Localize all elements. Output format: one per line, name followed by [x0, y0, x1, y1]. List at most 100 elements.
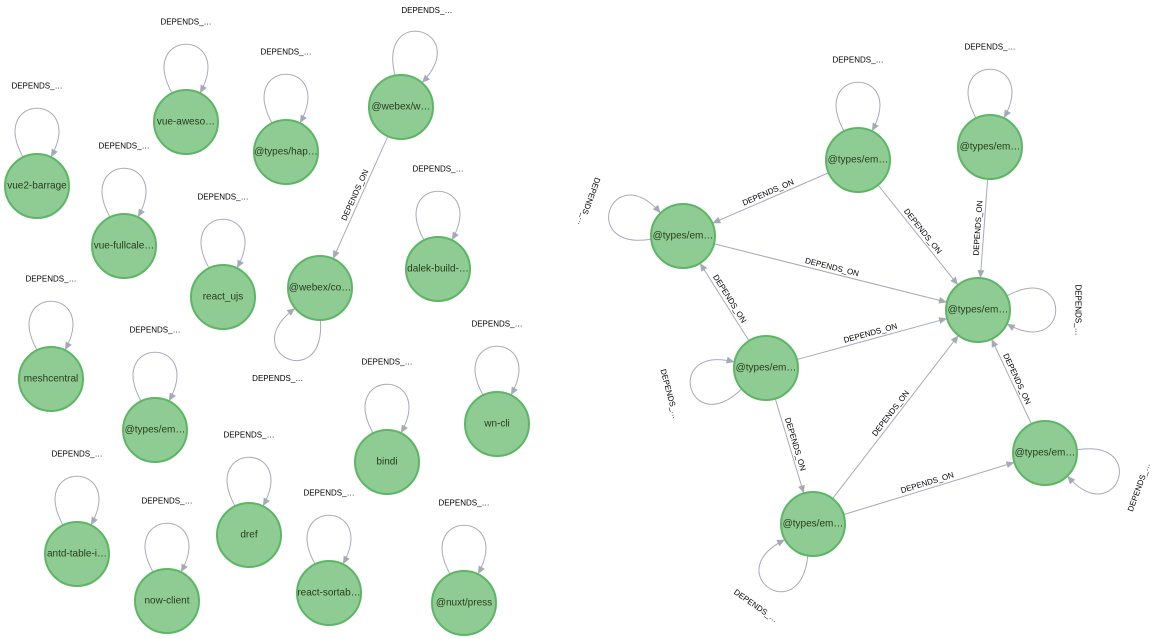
node-circle[interactable]	[153, 89, 219, 155]
node-circle[interactable]	[1012, 420, 1078, 486]
dependency-edge[interactable]: DEPENDS_ON	[713, 243, 948, 304]
node-circle[interactable]	[957, 114, 1023, 180]
self-loop-edge[interactable]: DEPENDS_…	[576, 176, 662, 241]
graph-node[interactable]: vue-fullcale…	[91, 213, 157, 279]
arrow-head	[400, 424, 408, 434]
self-loop-edge[interactable]: DEPENDS_…	[260, 48, 312, 124]
node-circle[interactable]	[122, 397, 188, 463]
self-loop-edge[interactable]: DEPENDS_…	[223, 431, 275, 507]
node-circle[interactable]	[287, 255, 353, 321]
arrow-head	[333, 250, 340, 259]
self-loop-edge[interactable]: DEPENDS_…	[412, 165, 464, 241]
graph-node[interactable]: @types/em…	[122, 397, 188, 463]
edge-label: DEPENDS_ON	[843, 322, 899, 345]
edge-label: DEPENDS_…	[303, 489, 354, 498]
graph-node[interactable]: meshcentral	[18, 346, 84, 412]
graph-node[interactable]: now-client	[134, 568, 200, 634]
node-label: @types/hap…	[254, 147, 318, 158]
node-circle[interactable]	[44, 521, 110, 587]
node-circle[interactable]	[354, 429, 420, 495]
dependency-edge[interactable]: DEPENDS_ON	[774, 398, 808, 494]
dependency-edge[interactable]: DEPENDS_ON	[972, 178, 989, 279]
self-loop-edge[interactable]: DEPENDS_…	[1066, 448, 1152, 513]
arrow-head	[451, 231, 459, 241]
node-circle[interactable]	[18, 346, 84, 412]
graph-node[interactable]: bindi	[354, 429, 420, 495]
dependency-edge[interactable]: DEPENDS_ON	[699, 262, 750, 342]
self-loop-edge[interactable]: DEPENDS_…	[303, 489, 355, 565]
node-circle[interactable]	[190, 264, 256, 330]
graph-node[interactable]: @types/em…	[945, 277, 1011, 343]
graph-node[interactable]: @types/em…	[1012, 420, 1078, 486]
graph-node[interactable]: dref	[216, 502, 282, 568]
edge-label: DEPENDS_…	[25, 275, 76, 284]
self-loop-edge[interactable]: DEPENDS_…	[658, 356, 743, 420]
graph-node[interactable]: antd-table-i…	[44, 521, 110, 587]
self-loop-edge[interactable]: DEPENDS_…	[129, 326, 181, 402]
edge-line	[689, 359, 743, 405]
node-circle[interactable]	[296, 560, 362, 626]
self-loop-edge[interactable]: DEPENDS_…	[160, 18, 212, 94]
graph-node[interactable]: vue2-barrage	[4, 153, 70, 219]
self-loop-edge[interactable]: DEPENDS_…	[471, 320, 523, 396]
graph-node[interactable]: @types/em…	[957, 114, 1023, 180]
node-circle[interactable]	[91, 213, 157, 279]
edge-line	[163, 43, 209, 94]
graph-node[interactable]: @webex/co…	[287, 255, 353, 321]
self-loop-edge[interactable]: DEPENDS_…	[361, 358, 413, 434]
edge-line	[877, 184, 959, 286]
graph-node[interactable]: @nuxt/press	[431, 570, 497, 636]
node-label: @types/em…	[948, 305, 1009, 316]
self-loop-edge[interactable]: DEPENDS_…	[392, 6, 453, 84]
graph-node[interactable]: @types/em…	[733, 335, 799, 401]
self-loop-edge[interactable]: DEPENDS_…	[197, 193, 249, 269]
self-loop-edge[interactable]: DEPENDS_…	[11, 82, 63, 158]
self-loop-edge[interactable]: DEPENDS_…	[964, 43, 1016, 119]
node-circle[interactable]	[253, 119, 319, 185]
dependency-edge[interactable]: DEPENDS_ON	[712, 172, 829, 224]
self-loop-edge[interactable]: DEPENDS_…	[252, 307, 321, 383]
self-loop-edge[interactable]: DEPENDS_…	[1006, 284, 1083, 336]
dependency-edge[interactable]: DEPENDS_ON	[843, 461, 1015, 516]
self-loop-edge[interactable]: DEPENDS_…	[51, 450, 103, 526]
graph-node[interactable]: @webex/w…	[368, 74, 434, 140]
node-circle[interactable]	[431, 570, 497, 636]
node-circle[interactable]	[780, 491, 846, 557]
node-circle[interactable]	[216, 502, 282, 568]
arrow-head	[798, 484, 805, 494]
node-circle[interactable]	[368, 74, 434, 140]
dependency-edge[interactable]: DEPENDS_ON	[991, 338, 1033, 425]
node-circle[interactable]	[464, 391, 530, 457]
arrow-head	[342, 555, 350, 565]
arrow-head	[421, 74, 430, 83]
graph-node[interactable]: @types/em…	[825, 127, 891, 193]
dependency-edge[interactable]: DEPENDS_ON	[332, 136, 389, 259]
node-circle[interactable]	[825, 127, 891, 193]
graph-node[interactable]: @types/em…	[780, 491, 846, 557]
self-loop-edge[interactable]: DEPENDS_…	[832, 56, 884, 132]
node-circle[interactable]	[405, 236, 471, 302]
graph-node[interactable]: @types/em…	[650, 203, 716, 269]
node-label: react_ujs	[203, 292, 244, 303]
node-circle[interactable]	[733, 335, 799, 401]
graph-node[interactable]: react_ujs	[190, 264, 256, 330]
self-loop-edge[interactable]: DEPENDS_…	[438, 499, 490, 575]
graph-node[interactable]: @types/hap…	[253, 119, 319, 185]
dependency-edge[interactable]: DEPENDS_ON	[796, 317, 948, 361]
graph-node[interactable]: react-sortab…	[296, 560, 362, 626]
self-loop-edge[interactable]: DEPENDS_…	[141, 497, 193, 573]
node-circle[interactable]	[4, 153, 70, 219]
node-circle[interactable]	[134, 568, 200, 634]
dependency-edge[interactable]: DEPENDS_ON	[877, 184, 959, 286]
graph-node[interactable]: vue-aweso…	[153, 89, 219, 155]
node-label: dref	[240, 530, 257, 541]
node-circle[interactable]	[945, 277, 1011, 343]
graph-node[interactable]: wn-cli	[464, 391, 530, 457]
self-loop-edge[interactable]: DEPENDS_…	[25, 275, 77, 351]
edge-line	[758, 539, 809, 593]
graph-node[interactable]: dalek-build-…	[405, 236, 471, 302]
node-circle[interactable]	[650, 203, 716, 269]
self-loop-edge[interactable]: DEPENDS_…	[98, 142, 150, 218]
node-label: bindi	[376, 457, 397, 468]
